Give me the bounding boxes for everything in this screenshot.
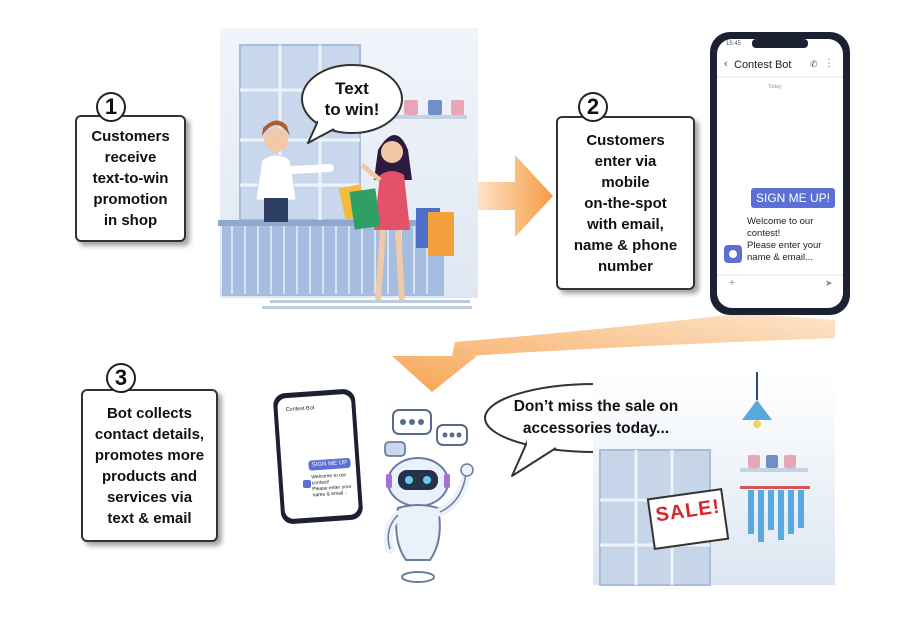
- step-2-text: Customers enter via mobile on-the-spot w…: [573, 131, 678, 275]
- phone-time: 15:45: [726, 41, 742, 47]
- step-1-text: Customers receive text-to-win promotion …: [91, 128, 170, 229]
- step-2-number: 2: [578, 92, 608, 122]
- step-3-text: Bot collects contact details, promotes m…: [94, 404, 205, 527]
- chat-contact-name: Contest Bot: [734, 59, 792, 71]
- chat-date: Today: [768, 84, 782, 90]
- small-chat-contact-name: Contest Bot: [285, 405, 315, 414]
- sent-message-bubble: SIGN ME UP!: [751, 188, 835, 208]
- back-chevron-icon[interactable]: ‹: [724, 58, 728, 70]
- small-sent-message-bubble: SIGN ME UP: [308, 457, 351, 471]
- step-3-number: 3: [106, 363, 136, 393]
- shop-bubble-text: Text to win!: [324, 79, 380, 119]
- step-1-card: Customers receive text-to-win promotion …: [75, 115, 186, 242]
- shop-scene-sale: [593, 372, 835, 586]
- bot-bubble-text: Don’t miss the sale on accessories today…: [513, 398, 679, 437]
- step-1-number: 1: [96, 92, 126, 122]
- step-3-card: Bot collects contact details, promotes m…: [81, 389, 218, 542]
- step-2-card: Customers enter via mobile on-the-spot w…: [556, 116, 695, 290]
- small-bot-reply-message: Welcome to our contest! Please enter you…: [311, 472, 352, 499]
- arrow-curved: [392, 313, 835, 392]
- phone-large: [710, 32, 850, 315]
- bot-reply-message: Welcome to our contest! Please enter you…: [747, 216, 822, 263]
- phone-small-screen: Contest Bot SIGN ME UP Welcome to our co…: [278, 396, 358, 519]
- phone-small: [273, 389, 363, 524]
- robot: [383, 409, 474, 583]
- arrow-right: [478, 155, 553, 237]
- add-attachment-icon[interactable]: +: [729, 278, 735, 289]
- shop-speech-bubble: [301, 64, 403, 144]
- send-icon[interactable]: ➤: [825, 278, 833, 288]
- more-options-icon[interactable]: ⋮: [824, 58, 834, 69]
- phone-call-icon[interactable]: ✆: [810, 59, 818, 69]
